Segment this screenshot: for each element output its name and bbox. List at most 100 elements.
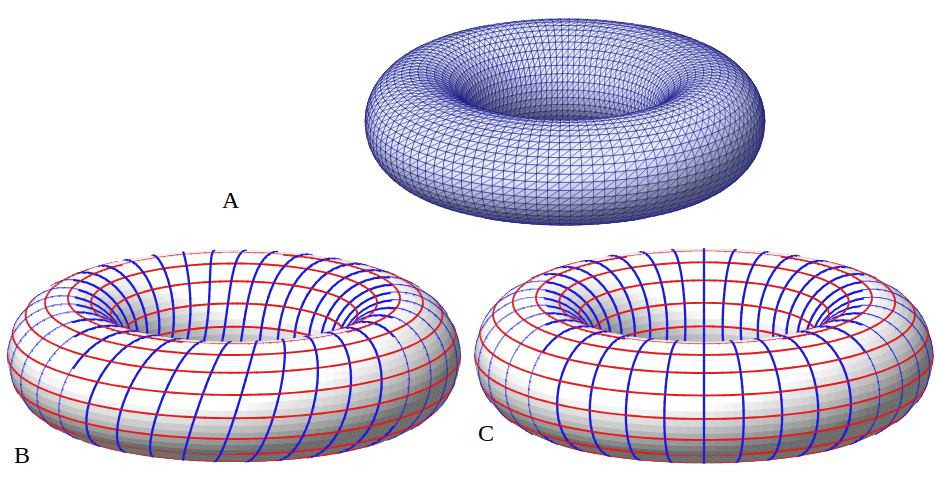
- torus-face: [535, 98, 541, 105]
- torus-face: [584, 98, 590, 105]
- torus-face: [526, 92, 531, 100]
- torus-face: [599, 92, 604, 100]
- torus-face: [568, 65, 574, 73]
- torus-face: [546, 30, 554, 36]
- torus-face: [516, 94, 521, 102]
- torus-face: [419, 78, 428, 81]
- torus-face: [578, 82, 583, 90]
- torus-face: [568, 42, 575, 49]
- torus-face: [569, 122, 578, 126]
- torus-face: [551, 98, 557, 105]
- torus-face: [503, 89, 508, 98]
- torus-face: [568, 74, 574, 82]
- torus-face: [568, 90, 573, 98]
- torus-face: [556, 65, 562, 73]
- torus-face: [545, 66, 551, 75]
- torus-face: [609, 86, 614, 95]
- torus-face: [552, 90, 557, 98]
- torus-face: [568, 36, 575, 43]
- torus-face: [614, 94, 619, 103]
- torus-face: [553, 25, 561, 30]
- torus-face: [550, 57, 556, 65]
- torus-face: [609, 94, 614, 102]
- torus-face: [594, 91, 599, 99]
- torus-face: [507, 87, 512, 96]
- triangle-mesh-torus: [365, 19, 765, 225]
- torus-face: [530, 75, 536, 84]
- torus-face: [521, 93, 526, 101]
- torus-face: [545, 26, 554, 31]
- torus-face: [549, 216, 560, 220]
- torus-face: [599, 84, 604, 93]
- torus-face: [568, 49, 574, 57]
- torus-face: [535, 75, 541, 84]
- torus-face: [546, 98, 552, 105]
- torus-face: [579, 66, 585, 75]
- torus-face: [702, 78, 711, 81]
- torus-face: [622, 89, 627, 98]
- torus-face: [552, 22, 561, 26]
- torus-face: [454, 154, 465, 164]
- torus-face: [594, 83, 599, 92]
- torus-face: [540, 74, 546, 83]
- torus-face: [576, 26, 585, 31]
- torus-face: [568, 97, 574, 104]
- torus-face: [499, 90, 503, 99]
- torus-face: [574, 50, 581, 58]
- torus-face: [604, 93, 609, 101]
- torus-face: [562, 104, 568, 110]
- torus-face: [556, 57, 562, 65]
- torus-face: [561, 20, 570, 22]
- torus-face: [541, 82, 546, 90]
- torus-face: [554, 30, 562, 36]
- torus-face: [541, 90, 546, 98]
- torus-face: [569, 22, 578, 26]
- torus-face: [574, 57, 580, 65]
- torus-face: [512, 86, 517, 95]
- torus-face: [562, 110, 568, 115]
- torus-face: [569, 25, 577, 30]
- torus-face: [573, 98, 579, 105]
- torus-face: [526, 84, 531, 93]
- torus-face: [549, 50, 556, 58]
- torus-face: [594, 75, 600, 84]
- torus-face: [546, 90, 551, 98]
- torus-face: [536, 83, 541, 92]
- torus-face: [552, 122, 561, 126]
- torus-face: [573, 65, 579, 74]
- torus-face: [562, 49, 568, 57]
- torus-face: [556, 110, 562, 115]
- torus-face: [549, 42, 556, 49]
- torus-face: [618, 87, 623, 96]
- torus-face: [584, 74, 590, 83]
- torus-face: [665, 154, 676, 164]
- torus-face: [549, 220, 560, 223]
- torus-face: [562, 65, 568, 73]
- torus-face: [573, 82, 578, 90]
- torus-face: [575, 36, 583, 43]
- torus-face: [584, 82, 589, 90]
- torus-face: [562, 97, 568, 104]
- torus-face: [546, 82, 551, 90]
- torus-face: [627, 90, 631, 99]
- torus-face: [555, 42, 562, 49]
- torus-face: [568, 104, 574, 110]
- torus-face: [562, 42, 569, 49]
- torus-face: [507, 95, 512, 104]
- torus-face: [551, 74, 557, 82]
- torus-face: [576, 30, 584, 36]
- torus-face: [568, 82, 573, 90]
- torus-face: [556, 104, 562, 110]
- torus-face: [545, 105, 551, 111]
- torus-face: [589, 83, 594, 92]
- torus-face: [531, 91, 536, 99]
- torus-face: [589, 75, 595, 84]
- torus-face: [614, 86, 619, 95]
- torus-face: [561, 25, 569, 30]
- torus-face: [556, 49, 562, 57]
- torus-face: [581, 215, 592, 220]
- torus-face: [568, 110, 574, 115]
- torus-face: [573, 74, 579, 82]
- torus-face: [551, 65, 557, 74]
